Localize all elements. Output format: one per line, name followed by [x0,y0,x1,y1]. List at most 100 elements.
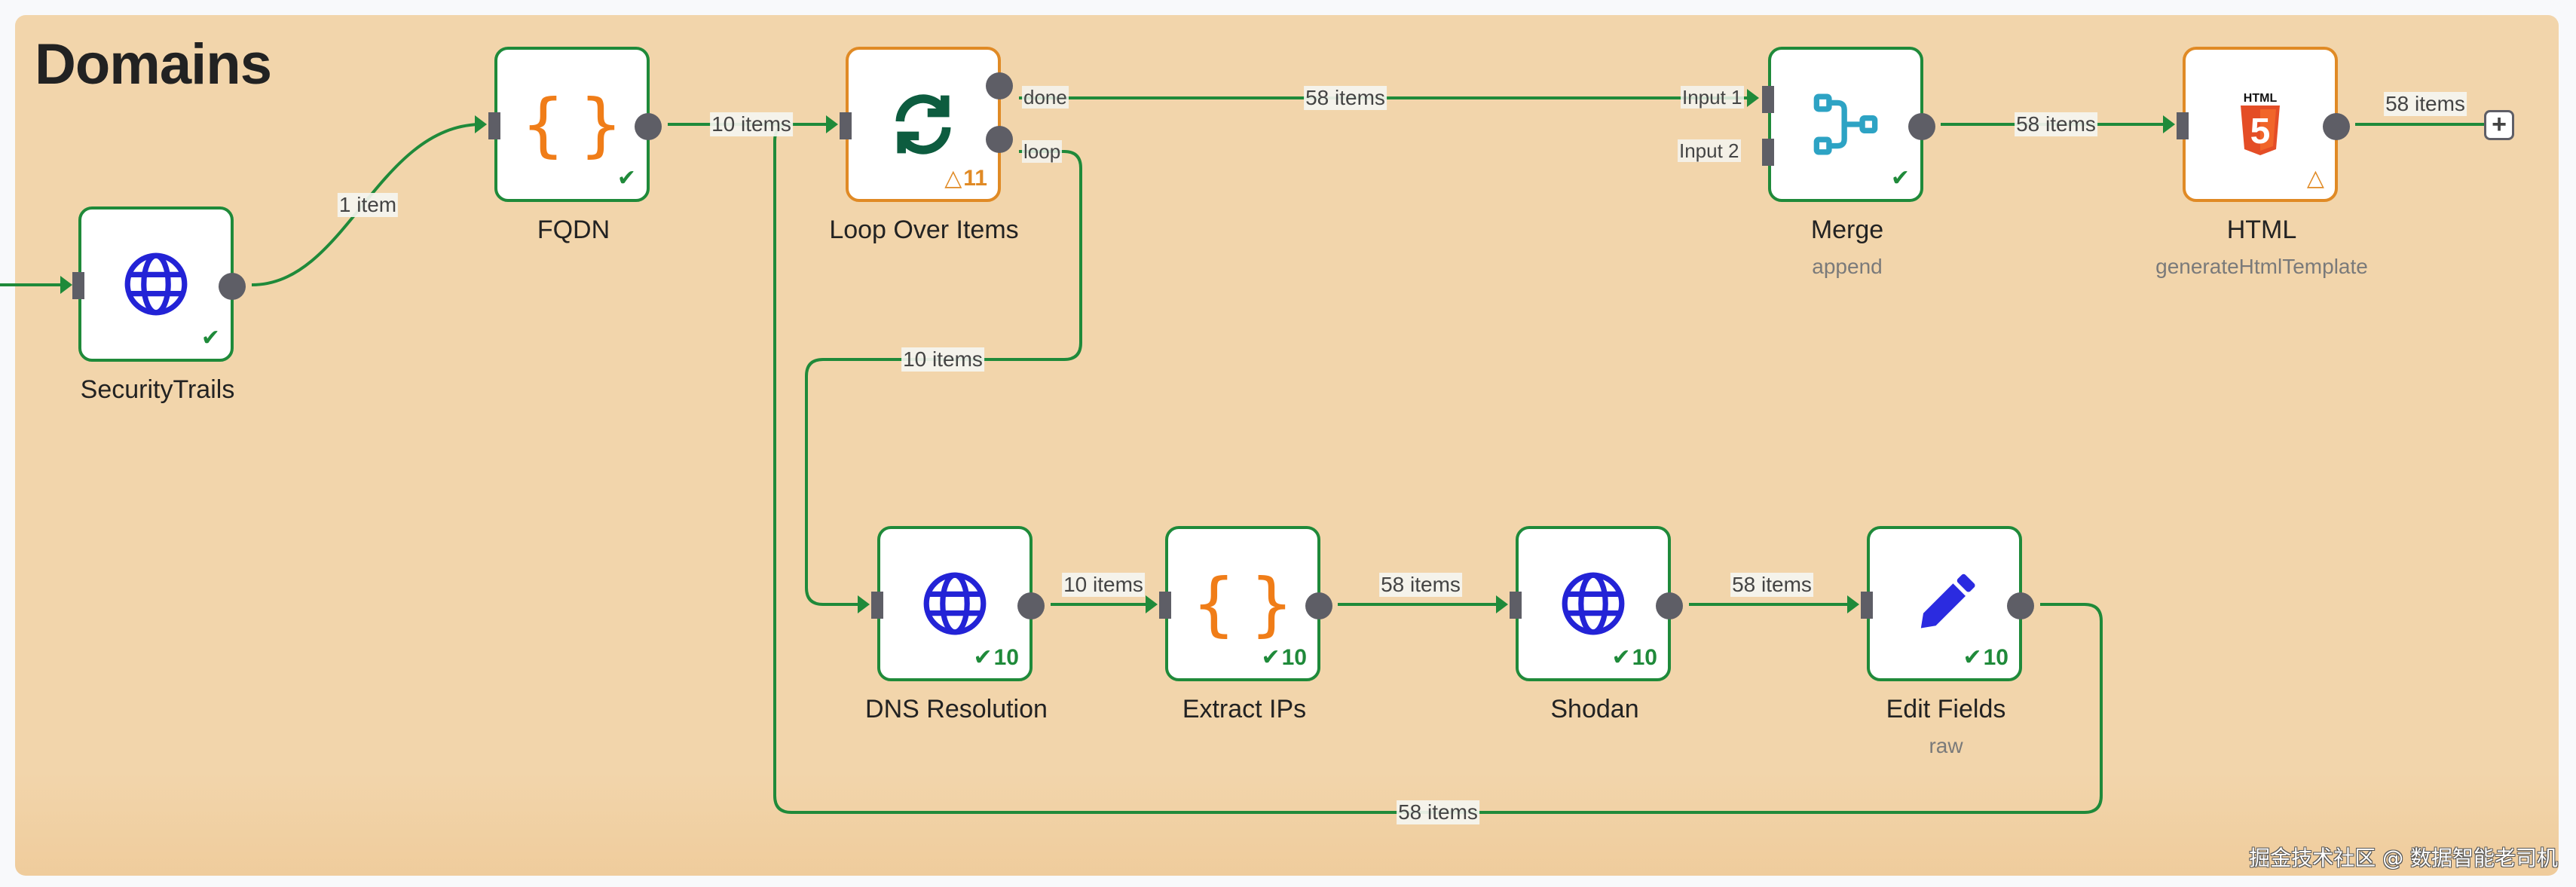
node-fqdn[interactable]: { } ✔ [488,47,662,202]
add-node-button[interactable]: + [2484,110,2514,140]
pencil-icon [1870,529,2019,678]
node-name: HTML [2226,216,2297,244]
success-status: ✔ [1891,165,1910,191]
check-icon: ✔ [1890,166,1910,191]
success-status: ✔10 [1261,644,1307,671]
node-name: Merge [1810,216,1884,244]
success-status: ✔10 [1611,644,1657,671]
edge-label: 58 items [1730,573,1813,597]
html5-icon: HTML 5 [2186,50,2335,199]
node-name: DNS Resolution [865,695,1048,723]
edge-label: 10 items [710,112,793,136]
node-shodan[interactable]: ✔10 [1510,526,1683,681]
check-icon: ✔ [1963,645,1982,670]
input-port[interactable] [488,112,500,139]
port-label-done: done [1022,86,1069,109]
globe-icon [81,210,231,359]
success-count: 10 [993,644,1019,670]
warning-triangle-icon: △ [2306,166,2324,191]
port-label-input-1: Input 1 [1681,86,1744,109]
success-count: 10 [1632,644,1657,670]
input-port[interactable] [1861,592,1873,619]
edge-arrow [858,595,870,613]
edge-arrow [1496,595,1508,613]
success-count: 10 [1983,644,2008,670]
node-name: FQDN [537,216,610,244]
check-icon: ✔ [616,166,636,191]
node-subtitle: append [1812,255,1883,278]
port-label-loop: loop [1022,140,1063,163]
group-title: Domains [35,32,272,96]
edge-label: 58 items [1397,800,1479,824]
warning-count: 11 [963,165,987,191]
output-port[interactable] [635,113,662,140]
check-icon: ✔ [1261,645,1280,670]
output-port[interactable] [2323,113,2350,140]
html5-digit: 5 [2250,112,2271,151]
node-dns-resolution[interactable]: ✔10 [871,526,1045,681]
edge-label: 1 item [337,193,399,217]
merge-icon [1771,50,1920,199]
check-icon: ✔ [200,326,220,350]
success-status: ✔ [201,325,220,351]
node-securitytrails[interactable]: ✔ [72,206,246,362]
input-port[interactable] [1159,592,1171,619]
warning-status: △ 11 [944,165,987,191]
input-port[interactable] [840,112,852,139]
edge-label: 58 items [2384,92,2467,116]
input-port[interactable] [2177,112,2189,139]
node-subtitle: generateHtmlTemplate [2155,255,2368,278]
watermark: 掘金技术社区 @ 数据智能老司机 [2249,846,2558,870]
node-name: SecurityTrails [80,375,235,404]
node-name: Edit Fields [1886,695,2006,723]
globe-icon [880,529,1029,678]
group-frame [15,15,2559,876]
output-port-done[interactable] [986,72,1013,99]
edge-arrow [60,276,72,294]
warning-triangle-icon: △ [944,166,962,191]
check-icon: ✔ [1611,645,1631,670]
input-port[interactable] [72,272,84,299]
output-port[interactable] [1017,592,1045,619]
node-name: Loop Over Items [829,216,1019,244]
output-port[interactable] [219,273,246,300]
edge-label: 58 items [2015,112,2097,136]
edge-label: 58 items [1379,573,1462,597]
edge-arrow [1847,595,1859,613]
edge-arrow [1146,595,1158,613]
success-status: ✔ [617,165,636,191]
node-loop-over-items[interactable]: △ 11 [840,47,1013,202]
warning-status: △ [2307,165,2324,191]
success-count: 10 [1281,644,1307,670]
success-status: ✔10 [973,644,1019,671]
output-port[interactable] [1305,592,1332,619]
node-name: Extract IPs [1182,695,1307,723]
input-port[interactable] [1510,592,1522,619]
node-html[interactable]: HTML 5 △ [2177,47,2350,202]
edge-label: 10 items [1062,573,1145,597]
loop-icon [849,50,998,199]
node-name: Shodan [1550,695,1639,723]
edge-arrow [1747,89,1759,107]
edge-arrow [475,115,487,133]
input-port[interactable] [871,592,883,619]
success-status: ✔10 [1963,644,2008,671]
node-extract-ips[interactable]: { } ✔10 [1159,526,1332,681]
code-braces-icon: { } [1192,563,1294,644]
input-port-1[interactable] [1762,86,1774,113]
output-port[interactable] [2007,592,2034,619]
html5-badge-text: HTML [2243,92,2278,105]
input-port-2[interactable] [1762,139,1774,166]
code-braces-icon: { } [521,84,623,165]
node-merge[interactable]: ✔ [1762,47,1935,202]
output-port[interactable] [1908,113,1935,140]
edge-arrow [2163,115,2175,133]
check-icon: ✔ [973,645,993,670]
node-edit-fields[interactable]: ✔10 [1861,526,2034,681]
globe-icon [1519,529,1668,678]
edge-label: 58 items [1304,86,1387,110]
output-port-loop[interactable] [986,126,1013,153]
output-port[interactable] [1656,592,1683,619]
port-label-input-2: Input 2 [1678,139,1741,162]
edge-label: 10 items [901,347,984,372]
